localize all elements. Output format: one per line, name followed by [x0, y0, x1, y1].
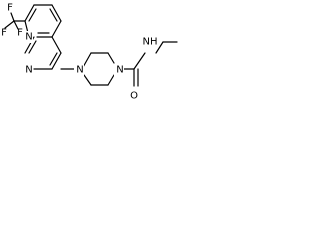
- bond-ring-b1: [51, 36, 62, 54]
- atom-label-n-piperazine-top: N: [76, 65, 83, 76]
- atom-label-background: [74, 64, 84, 76]
- bond-pip-3: [107, 52, 115, 64]
- atom-label-background: [23, 64, 33, 76]
- atom-label-nh-amide: NH: [143, 37, 158, 48]
- bond-pip-6: [83, 74, 92, 86]
- atom-label-f-bottom: F: [17, 28, 23, 39]
- atom-label-n-piperazine-bottom: N: [116, 65, 123, 76]
- atom-label-o-carbonyl: O: [130, 91, 138, 102]
- atom-label-n-upper-ring: N: [25, 32, 32, 43]
- bond-cf-bottom: [13, 20, 19, 30]
- bond-cf-top: [10, 12, 15, 22]
- atom-label-n-lower-ring: N: [25, 65, 32, 76]
- atom-label-background: [114, 64, 124, 76]
- bond-amide-ethyl: [155, 41, 164, 54]
- bond-ring-a4: [51, 20, 62, 38]
- bond-ring-b4-double: [28, 40, 37, 54]
- bond-pip-4: [107, 74, 115, 86]
- bond-ring-a1-double: [28, 8, 37, 22]
- bond-ring-a1: [24, 4, 35, 22]
- bond-carbonyl-amide: [133, 52, 146, 70]
- atom-label-f-top: F: [7, 3, 13, 14]
- bond-ring-b2: [51, 52, 62, 70]
- chemical-structure-diagram: F F F N N N N O NH: [1, 3, 178, 102]
- bond-ring-a3: [51, 4, 62, 22]
- atom-label-f-left: F: [1, 28, 7, 39]
- bond-ring-a3-double: [49, 8, 58, 22]
- bond-lines: [4, 4, 178, 87]
- atom-labels: F F F N N N N O NH: [1, 3, 157, 102]
- bond-ring-b2-double: [49, 52, 58, 66]
- bond-cf-left: [4, 20, 15, 29]
- atom-label-background: [23, 31, 33, 43]
